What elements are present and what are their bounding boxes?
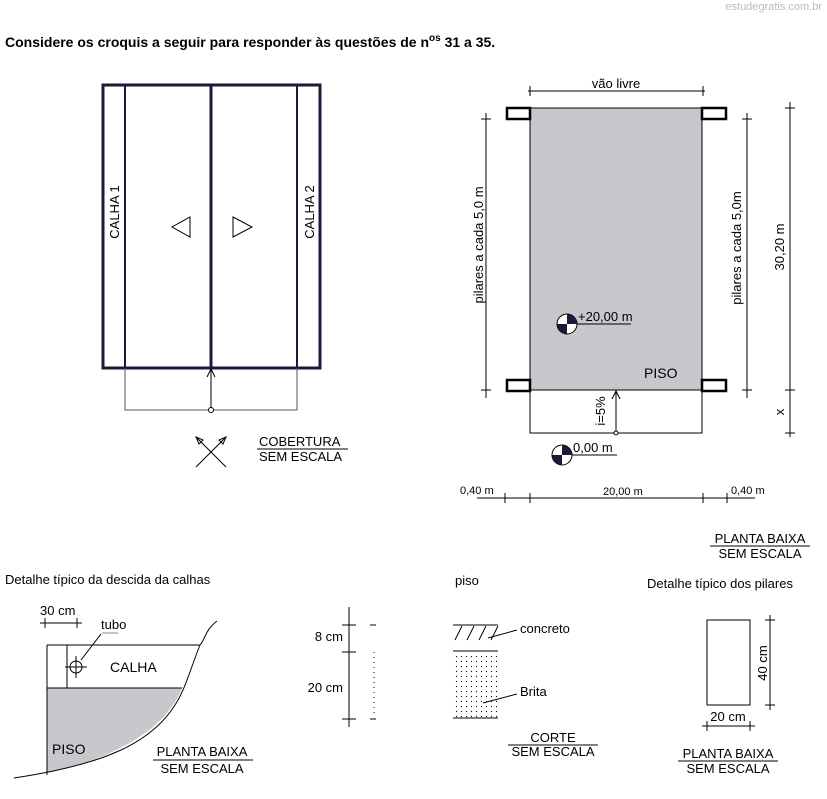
pilar-scale: SEM ESCALA (686, 761, 769, 776)
total-length-label: 30,20 m (772, 224, 787, 271)
pilar-plan-label: PLANTA BAIXA (683, 746, 774, 761)
pilar (505, 106, 532, 121)
cobertura-label: COBERTURA (259, 434, 341, 449)
level-marker-icon (556, 313, 578, 335)
calha-2-label: CALHA 2 (302, 185, 317, 238)
arrow-left-icon (170, 216, 191, 238)
corte-label: CORTE (530, 730, 576, 745)
x-label: x (772, 408, 787, 415)
tubo-label: tubo (101, 617, 126, 632)
dim-bottom-label: 20 cm (308, 680, 343, 695)
arrow-right-icon (232, 216, 254, 238)
pilares-left-label: pilares a cada 5,0 m (471, 186, 486, 303)
corte-scale: SEM ESCALA (511, 744, 594, 759)
descida-title: Detalhe típico da descida da calhas (5, 572, 211, 587)
pilar-height-label: 40 cm (755, 645, 770, 680)
corte-title: piso (455, 573, 479, 588)
piso-label: PISO (52, 741, 86, 757)
pilar-width-label: 20 cm (710, 709, 745, 724)
piso-label: PISO (644, 365, 678, 381)
pilar (700, 378, 728, 393)
slope-label: i=5% (593, 396, 608, 426)
north-symbol-icon (195, 436, 227, 468)
concreto-label: concreto (520, 621, 570, 636)
pilar (505, 378, 532, 393)
dim-left-label: 0,40 m (460, 485, 494, 497)
vao-livre-label: vão livre (592, 76, 640, 91)
pilar-title: Detalhe típico dos pilares (647, 576, 793, 591)
pilares-right-label: pilares a cada 5,0m (729, 191, 744, 304)
brita-label: Brita (520, 684, 548, 699)
cobertura-drawing: CALHA 1 CALHA 2 COBERTURA SEM ESCALA (101, 83, 348, 468)
cobertura-scale: SEM ESCALA (259, 449, 342, 464)
planta-label: PLANTA BAIXA (715, 531, 806, 546)
width-label: 30 cm (40, 603, 75, 618)
pilar (700, 106, 728, 121)
planta-scale: SEM ESCALA (718, 546, 801, 561)
calha-1-label: CALHA 1 (107, 185, 122, 238)
calha-label: CALHA (110, 659, 157, 675)
level-marker-icon (551, 444, 573, 466)
corte-detail: 8 cm 20 cm piso concreto Brita CORTE SEM… (308, 573, 598, 759)
descida-detail: Detalhe típico da descida da calhas 30 c… (5, 572, 253, 779)
dim-right-label: 0,40 m (731, 485, 765, 497)
descida-plan-label: PLANTA BAIXA (157, 744, 248, 759)
level-top-label: +20,00 m (578, 309, 633, 324)
descida-scale: SEM ESCALA (160, 761, 243, 776)
page-title: Considere os croquis a seguir para respo… (5, 33, 495, 50)
watermark: estudegratis.com.br (725, 1, 822, 13)
pilar-detail: Detalhe típico dos pilares 40 cm 20 cm P… (647, 576, 793, 776)
planta-baixa-drawing: vão livre pilares a cada 5,0 m pilares a… (460, 76, 810, 561)
dim-top-label: 8 cm (315, 629, 343, 644)
dim-mid-label: 20,00 m (603, 486, 643, 498)
level-bottom-label: 0,00 m (573, 440, 613, 455)
tubo-icon (65, 656, 87, 678)
